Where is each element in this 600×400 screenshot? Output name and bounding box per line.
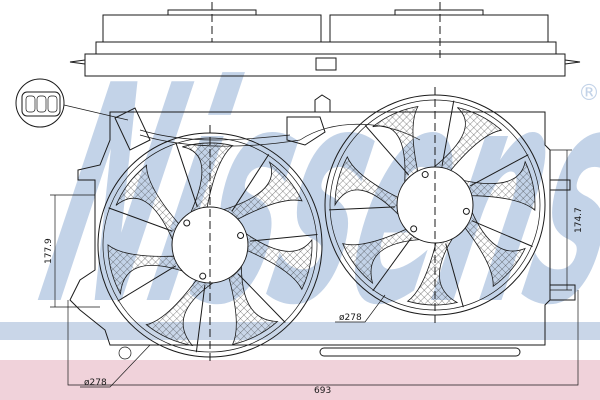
registered-mark: ®	[578, 81, 600, 106]
right-fan-blade	[342, 228, 421, 285]
right-fan-mount-bolt	[410, 225, 418, 233]
left-fan-blade	[228, 265, 279, 346]
right-fan-blade	[463, 160, 536, 212]
fans	[97, 87, 546, 365]
dim-overall-width: 693	[314, 386, 331, 396]
dim-right-fan-height: 174.7	[574, 207, 584, 233]
top-view	[69, 2, 581, 77]
dim-left-fan-diameter: ø278	[84, 378, 107, 388]
right-fan-strut	[469, 154, 529, 187]
left-fan-mount-bolt	[183, 219, 191, 227]
left-fan-blade	[245, 232, 313, 291]
right-fan-strut	[329, 206, 396, 211]
right-fan-blade	[433, 107, 503, 171]
right-fan-strut	[445, 243, 464, 308]
right-fan-mount-bolt	[421, 171, 429, 179]
dimension-lines	[50, 149, 579, 388]
left-fan-blade	[145, 279, 214, 347]
right-fan-strut	[372, 237, 412, 292]
right-fan-strut	[471, 220, 533, 247]
left-fan-mount-bolt	[199, 272, 207, 280]
dim-left-fan-height: 177.9	[44, 238, 54, 264]
right-fan-blade	[372, 105, 419, 183]
left-fan-strut	[237, 273, 286, 323]
left-fan-strut	[175, 142, 198, 208]
right-fan-blade	[464, 211, 526, 288]
left-fan-strut	[117, 265, 177, 302]
right-fan-blade	[334, 156, 399, 216]
left-fan-strut	[108, 207, 173, 232]
left-fan-blade	[182, 142, 234, 213]
left-fan-strut	[195, 284, 206, 353]
left-fan-blade	[115, 164, 180, 241]
right-fan-strut	[441, 100, 455, 166]
left-fan-blade	[107, 244, 184, 296]
left-fan-mount-bolt	[237, 232, 245, 240]
left-fan-strut	[231, 154, 270, 212]
right-fan-mount-bolt	[462, 207, 470, 215]
dim-right-fan-diameter: ø278	[339, 313, 362, 323]
left-fan-blade	[222, 161, 303, 220]
watermark-band-pink	[0, 360, 600, 400]
right-fan-strut	[364, 124, 410, 176]
left-fan-strut	[249, 233, 318, 242]
right-fan-blade	[406, 238, 459, 306]
connector-detail	[15, 78, 129, 128]
